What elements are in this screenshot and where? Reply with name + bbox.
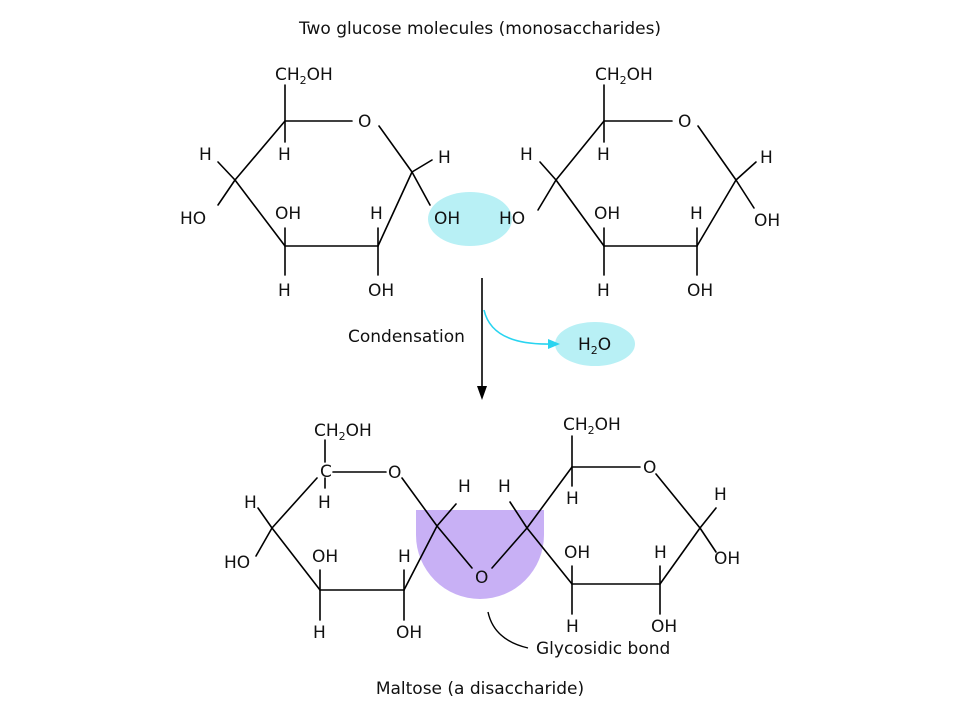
glucose-right: CH2OH O H H H HO OH H OH H OH bbox=[499, 65, 780, 301]
ring-bond bbox=[403, 525, 438, 591]
ring-bond bbox=[555, 179, 605, 247]
h-label: H bbox=[278, 281, 291, 301]
oh-label: OH bbox=[564, 543, 590, 563]
h-label: H bbox=[654, 543, 667, 563]
oh-label: OH bbox=[396, 623, 422, 643]
ring-bond bbox=[234, 179, 286, 247]
h-label: H bbox=[199, 145, 212, 165]
substituent-bond bbox=[217, 161, 236, 181]
water-highlight bbox=[555, 322, 635, 366]
substituent-bond bbox=[537, 179, 557, 211]
condensation-label: Condensation bbox=[348, 327, 465, 347]
oh-label: OH bbox=[275, 204, 301, 224]
oh-label: OH bbox=[651, 617, 677, 637]
h-label: H bbox=[520, 145, 533, 165]
ring-bond bbox=[377, 171, 413, 247]
ring-oxygen-label: O bbox=[358, 112, 371, 132]
substituent-bond bbox=[411, 159, 433, 173]
h-label: H bbox=[458, 477, 471, 497]
reaction-arrow-head bbox=[477, 386, 487, 400]
oh-highlight-left bbox=[428, 192, 512, 246]
h-label: H bbox=[244, 493, 257, 513]
carbon-label: C bbox=[320, 462, 332, 482]
oh-label: OH bbox=[687, 281, 713, 301]
glucose-left: CH2OH O H H H HO OH H OH H OH bbox=[180, 65, 460, 301]
substituent-bond bbox=[255, 527, 273, 557]
h-label: H bbox=[498, 477, 511, 497]
h-label: H bbox=[370, 204, 383, 224]
ho-label: HO bbox=[180, 209, 206, 229]
water-arrow-curve bbox=[483, 309, 551, 345]
h-label: H bbox=[760, 148, 773, 168]
ring-bond bbox=[234, 120, 286, 181]
substituent-bond bbox=[436, 525, 473, 569]
h-label: H bbox=[566, 617, 579, 637]
diagram-title: Two glucose molecules (monosaccharides) bbox=[298, 19, 661, 39]
ch2oh-label: CH2OH bbox=[563, 415, 621, 437]
h-label: H bbox=[438, 148, 451, 168]
oh-label: OH bbox=[312, 547, 338, 567]
h-label: H bbox=[690, 204, 703, 224]
ring-bond bbox=[696, 179, 737, 247]
maltose-right-ring: CH2OH O H H H OH H OH H OH bbox=[491, 415, 740, 637]
h-label: H bbox=[398, 547, 411, 567]
ring-bond bbox=[655, 473, 701, 529]
ring-bond bbox=[271, 477, 318, 529]
oh-label-anomeric: OH bbox=[434, 209, 460, 229]
ring-oxygen-label: O bbox=[388, 463, 401, 483]
condensation-arrow: Condensation H2O bbox=[348, 278, 611, 400]
h-label: H bbox=[313, 623, 326, 643]
substituent-bond bbox=[699, 527, 717, 553]
substituent-bond bbox=[735, 161, 757, 181]
oh-label: OH bbox=[754, 211, 780, 231]
h-label: H bbox=[566, 489, 579, 509]
ch2oh-label: CH2OH bbox=[314, 421, 372, 443]
substituent-bond bbox=[735, 179, 755, 209]
oh-label: OH bbox=[368, 281, 394, 301]
h-label: H bbox=[714, 485, 727, 505]
ho-label: HO bbox=[224, 553, 250, 573]
water-label: H2O bbox=[578, 335, 611, 357]
ch2oh-label: CH2OH bbox=[595, 65, 653, 87]
glycosidic-bond-pointer bbox=[487, 611, 529, 649]
water-arrow-head bbox=[548, 339, 560, 349]
ring-bond bbox=[697, 125, 737, 181]
substituent-bond bbox=[257, 507, 273, 529]
ring-bond bbox=[659, 527, 701, 585]
substituent-bond bbox=[539, 161, 557, 181]
ring-oxygen-label: O bbox=[678, 112, 691, 132]
substituent-bond bbox=[436, 503, 457, 527]
oh-label: OH bbox=[714, 549, 740, 569]
substituent-bond bbox=[411, 171, 431, 206]
substituent-bond bbox=[217, 179, 236, 206]
h-label: H bbox=[597, 281, 610, 301]
ch2oh-label: CH2OH bbox=[275, 65, 333, 87]
ring-bond bbox=[526, 466, 573, 529]
glycosidic-bond-highlight bbox=[416, 510, 544, 599]
ring-bond bbox=[526, 527, 573, 585]
ring-bond bbox=[555, 120, 605, 181]
h-label: H bbox=[597, 145, 610, 165]
substituent-bond bbox=[509, 501, 528, 529]
h-label: H bbox=[278, 145, 291, 165]
ring-bond bbox=[401, 477, 438, 527]
substituent-bond bbox=[699, 507, 717, 529]
ring-bond bbox=[271, 527, 321, 591]
h-label: H bbox=[318, 493, 331, 513]
ring-bond bbox=[378, 125, 413, 173]
substituent-bond bbox=[491, 527, 528, 569]
glycosidic-bond-label: Glycosidic bond bbox=[536, 639, 670, 659]
maltose-left-ring: CH2OH C O H H H HO OH H H OH bbox=[224, 421, 473, 643]
glycosidic-oxygen-label: O bbox=[475, 568, 488, 588]
maltose-caption: Maltose (a disaccharide) bbox=[376, 679, 584, 699]
ring-oxygen-label: O bbox=[643, 458, 656, 478]
ho-label: HO bbox=[499, 209, 525, 229]
oh-label: OH bbox=[594, 204, 620, 224]
